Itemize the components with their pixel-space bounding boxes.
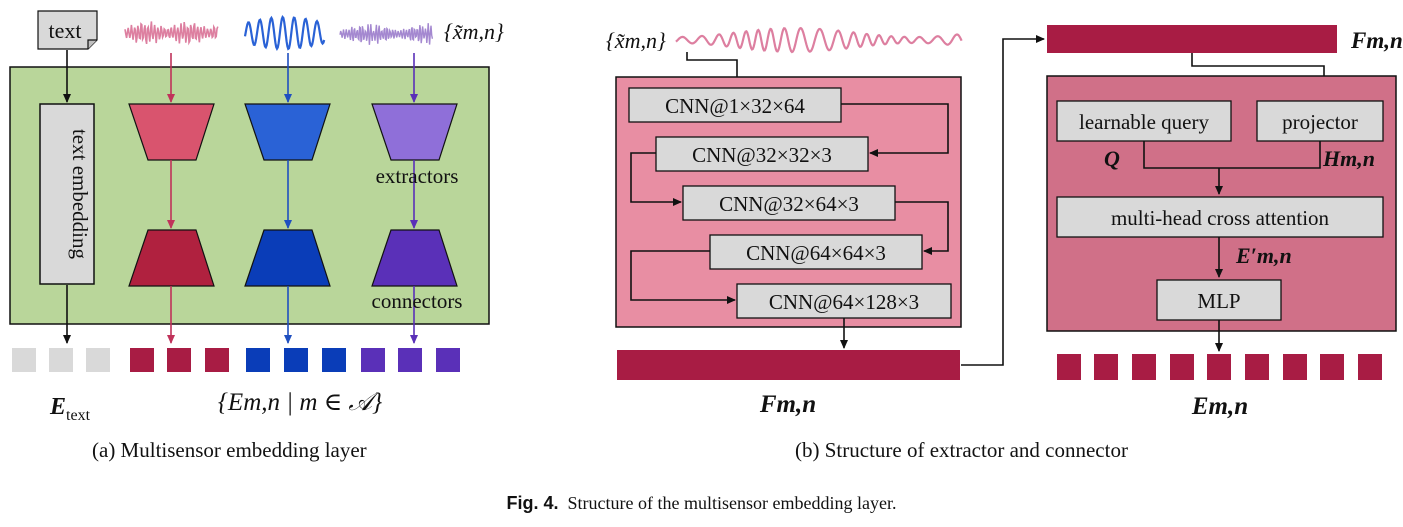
purple-signal-waveform [339,23,434,45]
cnn-layer-2: CNN@32×32×3 [692,143,832,167]
blue-token [246,348,270,372]
blue-extractor [244,103,331,161]
learnable-query-label: learnable query [1079,110,1210,134]
blue-token [322,348,346,372]
figure-caption: Fig. 4. Structure of the multisensor emb… [0,493,1403,514]
output-token [1358,354,1382,380]
cnn-layer-4: CNN@64×64×3 [746,241,886,265]
e-set-label: {Em,n | m ∈ 𝒜} [218,389,382,416]
cnn-layer-4-box [709,234,923,270]
pink-token [130,348,154,372]
panel-b: {x̃m,n} CNN@1×32×64 CNN@32×32×3 CNN@32×6… [606,25,1403,420]
figure-canvas: text {x̃m,n} text embedding extractors [9,10,1403,424]
cnn-3-to-4-arrow [895,201,949,255]
mlp-label: MLP [1197,289,1240,313]
f-feature-bar-top [1047,25,1337,53]
output-token [1245,354,1269,380]
output-token [1132,354,1156,380]
output-token [1283,354,1307,380]
output-token [1320,354,1344,380]
input-symbol-b: {x̃m,n} [606,28,666,53]
text-embedding-box [39,103,95,285]
cross-attention-label: multi-head cross attention [1111,206,1330,230]
output-token [1094,354,1118,380]
purple-token [361,348,385,372]
output-tokens-b [1057,354,1382,380]
h-label: Hm,n [1322,146,1375,171]
pink-signal-waveform [124,21,219,46]
cnn-layer-1-box [628,87,842,123]
q-label: Q [1104,146,1120,171]
input-to-cnn-arrow [686,52,741,87]
cnn-layer-3: CNN@32×64×3 [719,192,859,216]
blue-token [284,348,308,372]
text-embedding-label: text embedding [68,129,92,260]
projector-box [1256,100,1384,142]
pink-connector [128,229,215,287]
pink-token [167,348,191,372]
cnn-layer-1: CNN@1×32×64 [665,94,805,118]
purple-token [436,348,460,372]
cnn-layer-3-box [682,185,896,221]
f-label-bottom: Fm,n [759,391,816,418]
input-symbol-a: {x̃m,n} [444,19,504,44]
cnn-1-to-2-arrow [841,103,949,157]
e-prime-label: E′m,n [1235,243,1292,268]
extractors-label: extractors [376,164,459,188]
text-token [49,348,73,372]
purple-connector [371,229,458,287]
f-to-connector-arrow [961,35,1045,366]
pink-extractor [128,103,215,161]
text-token [86,348,110,372]
cnn-2-to-3-arrow [630,152,682,206]
purple-extractor [371,103,458,161]
cnn-4-to-5-arrow [630,250,736,304]
blue-connector [244,229,331,287]
output-token [1207,354,1231,380]
purple-token [398,348,422,372]
learnable-query-box [1056,100,1232,142]
pink-token [205,348,229,372]
caption-panel-b: (b) Structure of extractor and connector [795,438,1128,462]
f-label-top: Fm,n [1350,28,1403,53]
text-input-box: text [37,10,98,50]
q-h-merge-line [1143,141,1321,169]
figure-caption-text: Structure of the multisensor embedding l… [567,493,897,513]
cnn-layer-2-box [655,136,869,172]
embedding-tokens-a [12,348,460,372]
e-output-label: Em,n [1191,393,1248,420]
e-text-label: Etext [49,394,91,424]
cnn-layer-5: CNN@64×128×3 [769,290,919,314]
f-feature-bar-bottom [617,350,960,380]
cross-attention-box [1056,196,1384,238]
projector-label: projector [1282,110,1358,134]
blue-signal-waveform [243,15,326,52]
text-token [12,348,36,372]
text-input-label: text [49,18,82,43]
caption-panel-a: (a) Multisensor embedding layer [92,438,367,462]
connectors-label: connectors [372,289,463,313]
figure-number: Fig. 4. [506,493,559,513]
output-token [1170,354,1194,380]
input-signal-waveform [675,26,963,54]
panel-a: text {x̃m,n} text embedding extractors [9,10,504,424]
output-token [1057,354,1081,380]
